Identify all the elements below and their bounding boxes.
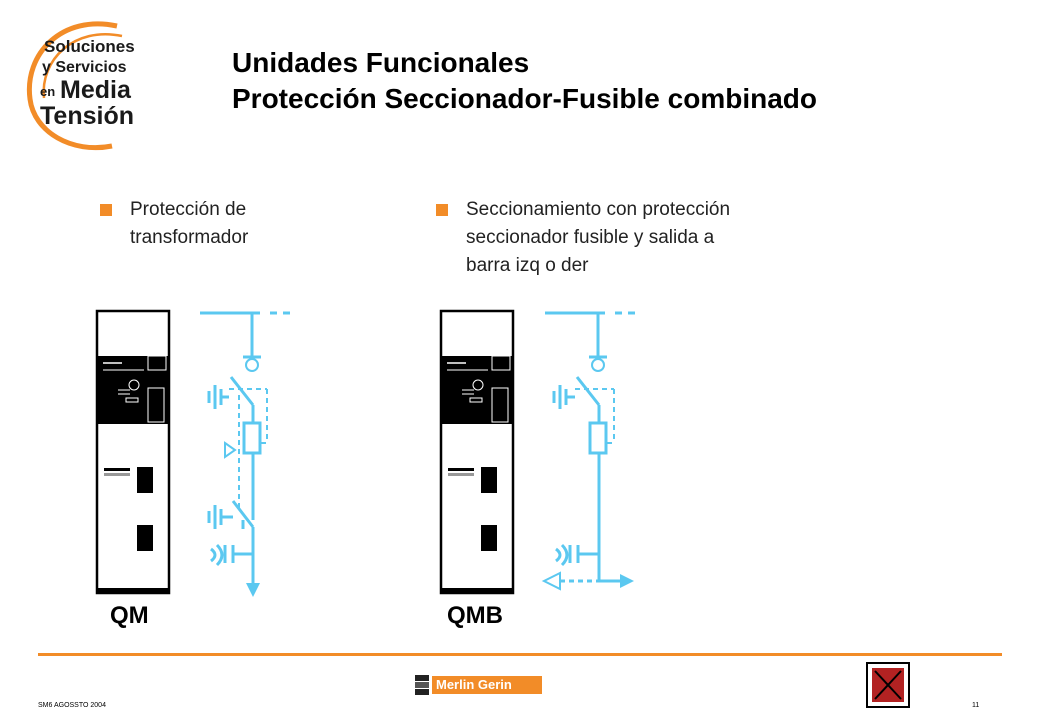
page-title-line1: Unidades Funcionales: [232, 47, 530, 78]
bullet-right-line: seccionador fusible y salida a: [466, 227, 715, 248]
bullet-square-icon: [436, 204, 448, 216]
bullet-right-line: Seccionamiento con protección: [466, 199, 731, 220]
qm-label: QM: [110, 602, 149, 629]
footer-date: SM6 AGOSSTO 2004: [38, 702, 106, 709]
bullet-left: Protección de transformador: [100, 196, 400, 256]
bullet-square-icon: [100, 204, 112, 216]
close-button[interactable]: [866, 662, 910, 708]
merlin-gerin-logo: Merlin Gerin: [414, 674, 542, 696]
qmb-schematic-diagram: [541, 311, 635, 591]
bullet-left-text: Protección de transformador: [130, 196, 248, 252]
company-logo: Soluciones y Servicios en Media Tensión: [26, 21, 135, 151]
qmb-label: QMB: [447, 602, 503, 629]
logo-line3-big: Media: [60, 76, 132, 104]
bullet-left-line: Protección de: [130, 199, 247, 220]
page-number: 11: [972, 702, 980, 709]
qm-schematic-diagram: [200, 311, 290, 597]
merlin-gerin-text: Merlin Gerin: [436, 677, 512, 692]
bullet-right: Seccionamiento con protección seccionado…: [436, 196, 856, 286]
mg-symbol-icon: [415, 675, 429, 695]
close-icon: [872, 668, 904, 702]
qmb-cubicle-illustration: [439, 309, 515, 595]
logo-line4: Tensión: [40, 102, 134, 130]
bullet-left-line: transformador: [130, 227, 249, 248]
logo-line2: y Servicios: [42, 59, 127, 76]
page-title-line2: Protección Seccionador-Fusible combinado: [232, 83, 817, 114]
logo-line3-small: en: [40, 84, 55, 99]
merlin-gerin-bar: Merlin Gerin: [432, 676, 542, 694]
bullet-right-line: barra izq o der: [466, 255, 589, 276]
qm-cubicle-illustration: [95, 309, 171, 595]
bullet-right-text: Seccionamiento con protección seccionado…: [466, 196, 730, 280]
logo-line1: Soluciones: [44, 37, 135, 56]
footer-divider: [38, 653, 1002, 656]
